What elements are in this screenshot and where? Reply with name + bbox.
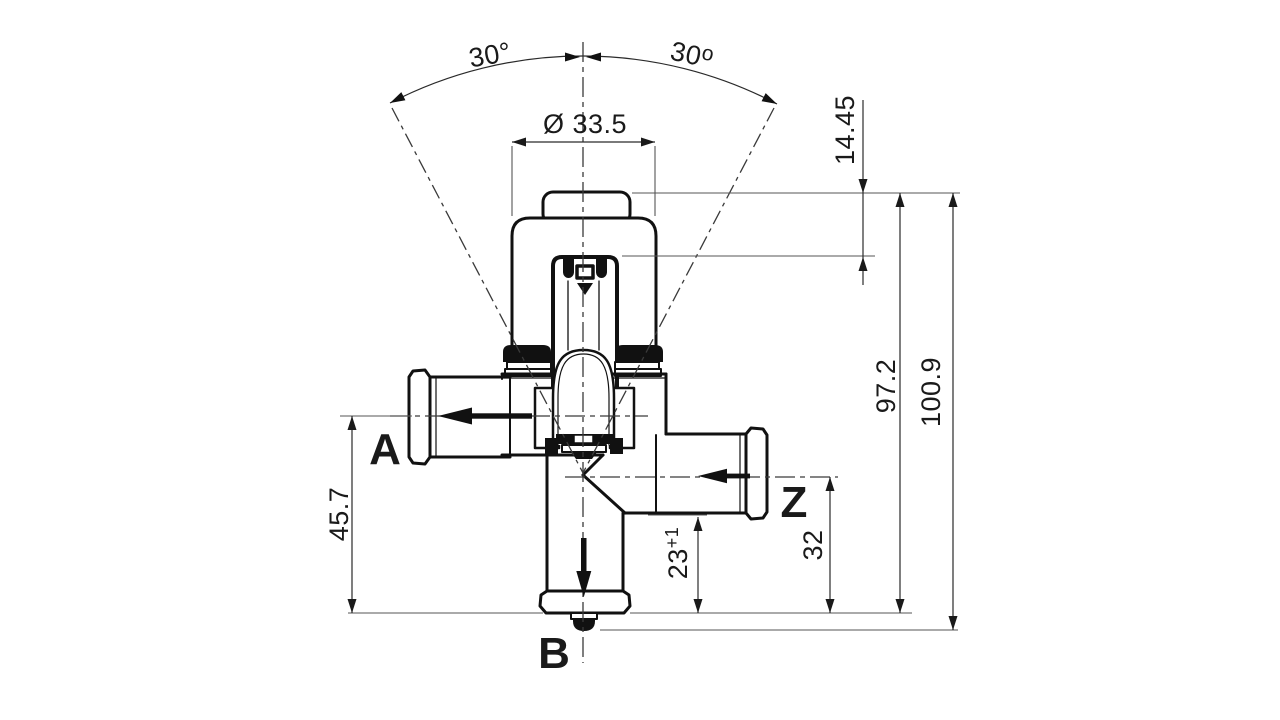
port-b-label: B (538, 629, 570, 678)
bracket-center-window (575, 264, 595, 280)
swing-line-right (582, 107, 775, 474)
bracket-center-point (577, 283, 593, 295)
valve-body-group (407, 190, 769, 631)
port-z-label: Z (781, 478, 808, 527)
bracket-tab-left (563, 259, 574, 278)
bracket-foot-left (545, 438, 558, 454)
dim-97-2: 97.2 (871, 359, 901, 414)
dim-diameter: Ø 33.5 (543, 109, 627, 139)
dim-23-plus1: 23+1 (662, 527, 693, 580)
dim-angle-left: 30° (467, 37, 514, 74)
port-a-tube (407, 368, 512, 466)
flow-arrows (438, 407, 750, 597)
angle-arc (389, 55, 778, 105)
port-b-tip (573, 618, 595, 631)
swing-line-left (391, 107, 584, 474)
arc-arrowheads (390, 52, 777, 104)
port-a-label: A (369, 425, 401, 474)
bracket-tab-right (596, 259, 607, 278)
bracket-foot-right (610, 438, 623, 454)
flow-arrow-b-icon (576, 538, 592, 597)
valve-seat-plug (571, 452, 597, 459)
port-z-tube (623, 426, 769, 521)
port-b-tube (538, 453, 632, 631)
clip-left (503, 345, 551, 362)
flow-arrow-z-icon (698, 468, 750, 484)
dim-32: 32 (798, 529, 828, 560)
dim-14-45: 14.45 (830, 95, 860, 165)
extension-lines (340, 146, 960, 631)
dimension-lines (347, 55, 958, 630)
dim-45-7: 45.7 (324, 487, 354, 542)
clip-right (615, 345, 663, 362)
dim-angle-right: 30o (668, 35, 717, 74)
flow-arrow-a-icon (438, 407, 532, 425)
dim-100-9: 100.9 (916, 357, 946, 427)
